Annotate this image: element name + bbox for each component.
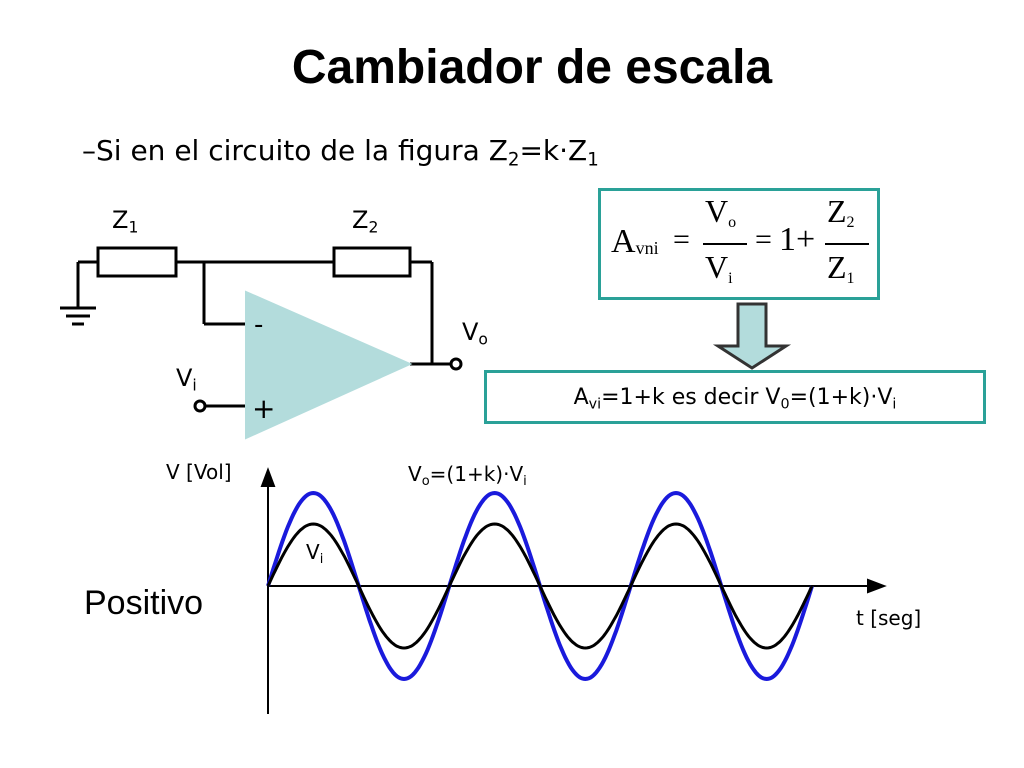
vi-terminal	[193, 399, 207, 413]
gain-formula-box: Avni = Vo Vi = 1+ Z2 Z1	[598, 188, 880, 300]
circuit-wires	[78, 260, 452, 408]
formula-fraction-bar-1	[703, 243, 747, 245]
result-box: Avi=1+k es decir V0=(1+k)·Vi	[484, 370, 986, 424]
y-axis-label: V [Vol]	[166, 460, 232, 484]
formula-den-z: Z1	[827, 249, 855, 287]
bullet-text: –Si en el circuito de la figura Z2=k·Z1	[82, 134, 599, 171]
z1-label: Z1	[112, 206, 139, 237]
down-arrow-icon	[712, 302, 792, 370]
opamp-triangle	[245, 290, 413, 440]
z2-label: Z2	[352, 206, 379, 237]
ground-icon	[60, 262, 96, 326]
formula-lhs: Avni	[611, 223, 659, 260]
formula-eq-2: =	[755, 223, 772, 256]
page-title: Cambiador de escala	[291, 41, 773, 94]
formula-num-z: Z2	[827, 193, 855, 231]
plus-input-label: +	[252, 392, 276, 425]
formula-one-plus: 1+	[779, 221, 816, 258]
resistor-z2	[332, 246, 412, 278]
formula-den-v: Vi	[705, 249, 733, 287]
vi-curve	[266, 522, 814, 650]
formula-eq-1: =	[673, 223, 690, 256]
formula-fraction-bar-2	[825, 243, 869, 245]
positivo-label: Positivo	[84, 584, 204, 622]
vi-label: Vi	[176, 364, 197, 395]
vo-terminal	[449, 357, 463, 371]
vo-label: Vo	[462, 318, 488, 349]
vi-curve-label: Vi	[306, 540, 324, 567]
minus-input-label: -	[254, 310, 264, 340]
graph-axes	[260, 467, 887, 714]
vo-curve-label: Vo=(1+k)·Vi	[408, 462, 527, 489]
x-axis-label: t [seg]	[856, 606, 922, 630]
resistor-z1	[96, 246, 178, 278]
formula-num-v: Vo	[705, 193, 737, 231]
